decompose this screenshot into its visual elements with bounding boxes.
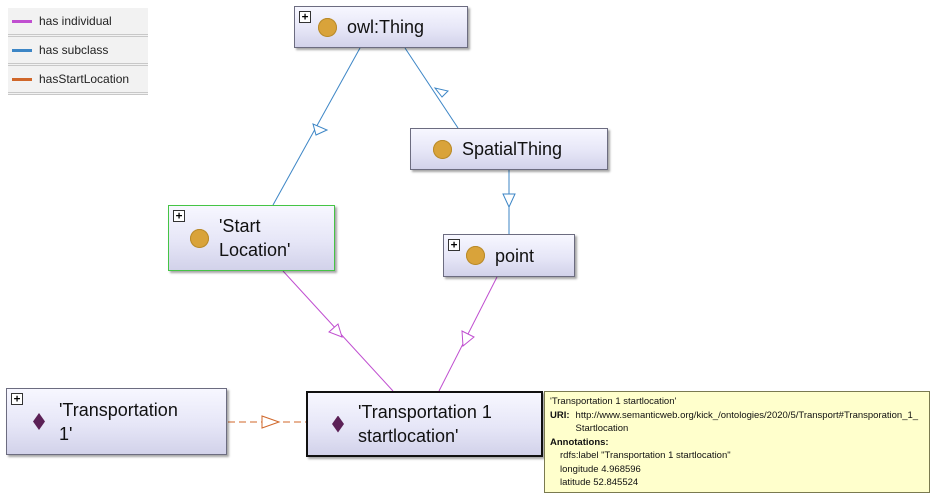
property-arrowhead-icon (261, 415, 281, 429)
legend-swatch-hasstartlocation (12, 77, 32, 81)
expand-icon[interactable]: + (299, 11, 311, 23)
node-transportation-1-startlocation[interactable]: 'Transportation 1 startlocation' (306, 391, 543, 457)
tooltip-annotations-key: Annotations: (550, 436, 609, 448)
node-label: point (495, 245, 535, 266)
individual-diamond-icon (33, 413, 45, 430)
legend-label: hasStartLocation (39, 72, 130, 86)
subclass-arrowhead-icon (312, 123, 329, 136)
tooltip-annotation: latitude 52.845524 (560, 477, 639, 488)
legend-label: has individual (39, 14, 112, 28)
node-label: 'Transportation 1' (59, 398, 178, 446)
individual-arrowhead-icon (461, 330, 475, 348)
class-circle-icon (433, 139, 452, 159)
edge-hasstartlocation (228, 415, 306, 429)
edge-point-to-individual (438, 276, 498, 392)
node-label-line: 'Transportation (59, 399, 178, 420)
tooltip-uri-value: http://www.semanticweb.org/kick_/ontolog… (575, 409, 919, 435)
node-label: 'Start Location' (219, 214, 291, 262)
expand-icon[interactable]: + (173, 210, 185, 222)
tooltip-title: 'Transportation 1 startlocation' (550, 396, 677, 407)
individual-diamond-icon (332, 415, 344, 433)
node-label-line: Location' (219, 240, 291, 260)
node-owl-thing[interactable]: + owl:Thing (294, 6, 468, 48)
subclass-arrowhead-icon (502, 193, 516, 209)
node-label-line: 'Transportation 1 (358, 402, 492, 422)
tooltip-uri-row: URI: http://www.semanticweb.org/kick_/on… (550, 409, 924, 436)
edge-thing-to-start-location (272, 47, 361, 206)
edge-spatialthing-to-point (502, 170, 516, 234)
legend-swatch-has-subclass (12, 48, 32, 52)
class-circle-icon (190, 228, 209, 248)
legend-item-hasstartlocation: hasStartLocation (8, 66, 148, 95)
legend-swatch-has-individual (12, 19, 32, 23)
legend-item-has-individual: has individual (8, 8, 148, 37)
node-point[interactable]: + point (443, 234, 575, 277)
tooltip-annotation: rdfs:label "Transportation 1 startlocati… (560, 450, 731, 461)
tooltip-uri-key: URI: (550, 409, 570, 421)
edge-thing-to-spatialthing (404, 47, 459, 129)
node-label-line: 1' (59, 423, 73, 444)
expand-icon[interactable]: + (448, 239, 460, 251)
node-label-line: startlocation' (358, 426, 459, 446)
entity-tooltip: 'Transportation 1 startlocation' URI: ht… (544, 391, 930, 493)
edge-start-location-to-individual (282, 270, 394, 392)
tooltip-annotation: longitude 4.968596 (560, 463, 641, 475)
node-label: SpatialThing (462, 139, 563, 159)
class-circle-icon (318, 17, 337, 37)
node-label: owl:Thing (347, 17, 425, 37)
node-label: 'Transportation 1 startlocation' (358, 400, 492, 448)
node-label-line: 'Start (219, 216, 261, 236)
node-transportation-1[interactable]: + 'Transportation 1' (6, 388, 227, 455)
node-start-location[interactable]: + 'Start Location' (168, 205, 335, 271)
class-circle-icon (466, 246, 485, 265)
edge-legend: has individual has subclass hasStartLoca… (8, 8, 148, 95)
individual-arrowhead-icon (328, 323, 343, 338)
legend-item-has-subclass: has subclass (8, 37, 148, 66)
legend-label: has subclass (39, 43, 109, 57)
node-spatialthing[interactable]: SpatialThing (410, 128, 608, 170)
expand-icon[interactable]: + (11, 393, 23, 405)
subclass-arrowhead-icon (433, 87, 449, 98)
